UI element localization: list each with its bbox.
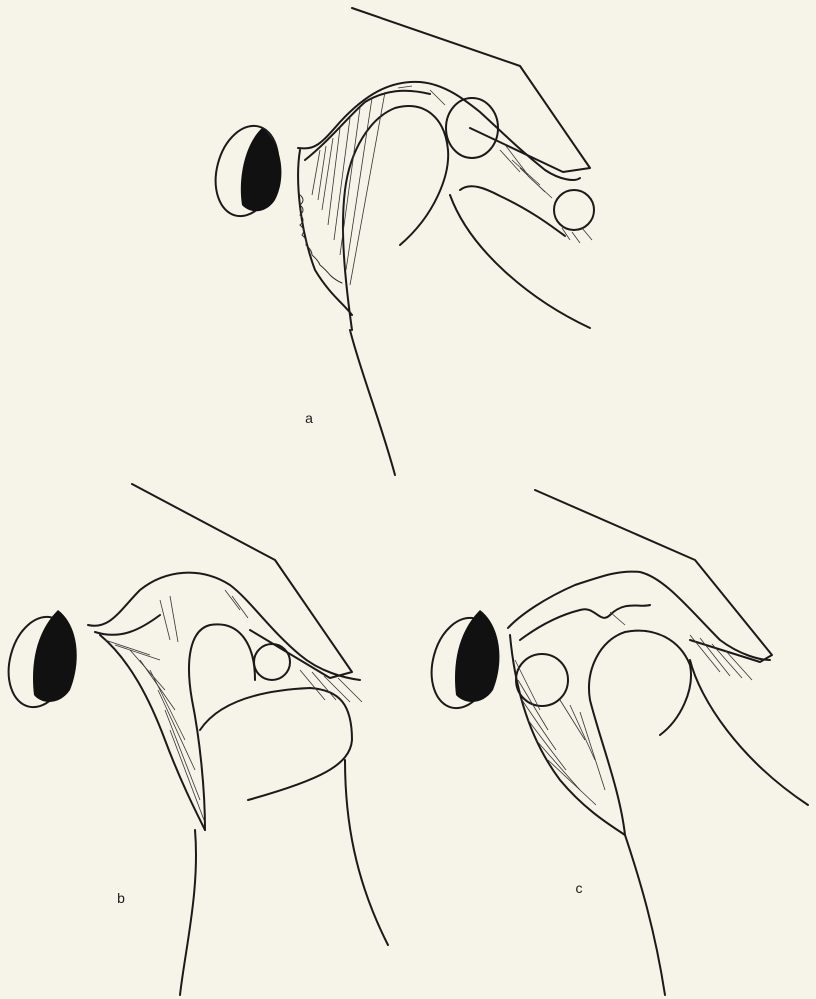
panel-b-drawing	[0, 484, 388, 995]
panel-c-fossa-roof	[508, 572, 770, 660]
panel-b-label: b	[111, 890, 131, 906]
panel-a-hatching	[312, 86, 592, 285]
panel-b-hatching	[105, 590, 362, 820]
panel-b-jaw-line	[345, 760, 388, 945]
panel-c-label: c	[569, 880, 589, 896]
panel-b-fossa-roof	[88, 573, 360, 680]
panel-b-skin-outline	[132, 484, 352, 678]
panel-a-label: a	[299, 410, 319, 426]
panel-b-lower-contour	[200, 688, 352, 800]
panel-c-ramus	[625, 835, 665, 995]
panel-c-skin-outline	[535, 490, 772, 662]
panel-c-disc-bulge	[516, 654, 568, 706]
panel-c-condyle	[589, 631, 691, 835]
panel-c-hatching	[515, 612, 752, 805]
panel-a-disc-posterior	[554, 190, 594, 230]
panel-b-ramus	[180, 830, 196, 995]
panel-a-ramus	[350, 330, 395, 475]
panel-b-ear-canal-dark	[33, 610, 77, 702]
panel-a-fossa-roof	[298, 82, 580, 180]
panel-a-jaw-line	[450, 195, 590, 328]
panel-c-jaw-line	[690, 660, 808, 805]
panel-a-ear-canal-dark	[241, 128, 282, 211]
panel-c-posterior-wall	[510, 635, 625, 835]
panel-b-disc-bulge	[254, 644, 290, 680]
panel-b-disc-inner	[95, 615, 160, 635]
panel-a-lower-contour	[460, 186, 565, 236]
panel-a-skin-outline	[352, 8, 590, 172]
panel-a-drawing	[206, 8, 594, 475]
panel-a-condyle	[343, 106, 448, 330]
panel-c-disc-wavy	[520, 605, 650, 640]
panel-c-drawing	[422, 490, 808, 995]
panel-c-ear-canal-dark	[455, 610, 499, 702]
panel-b-condyle	[189, 624, 255, 830]
